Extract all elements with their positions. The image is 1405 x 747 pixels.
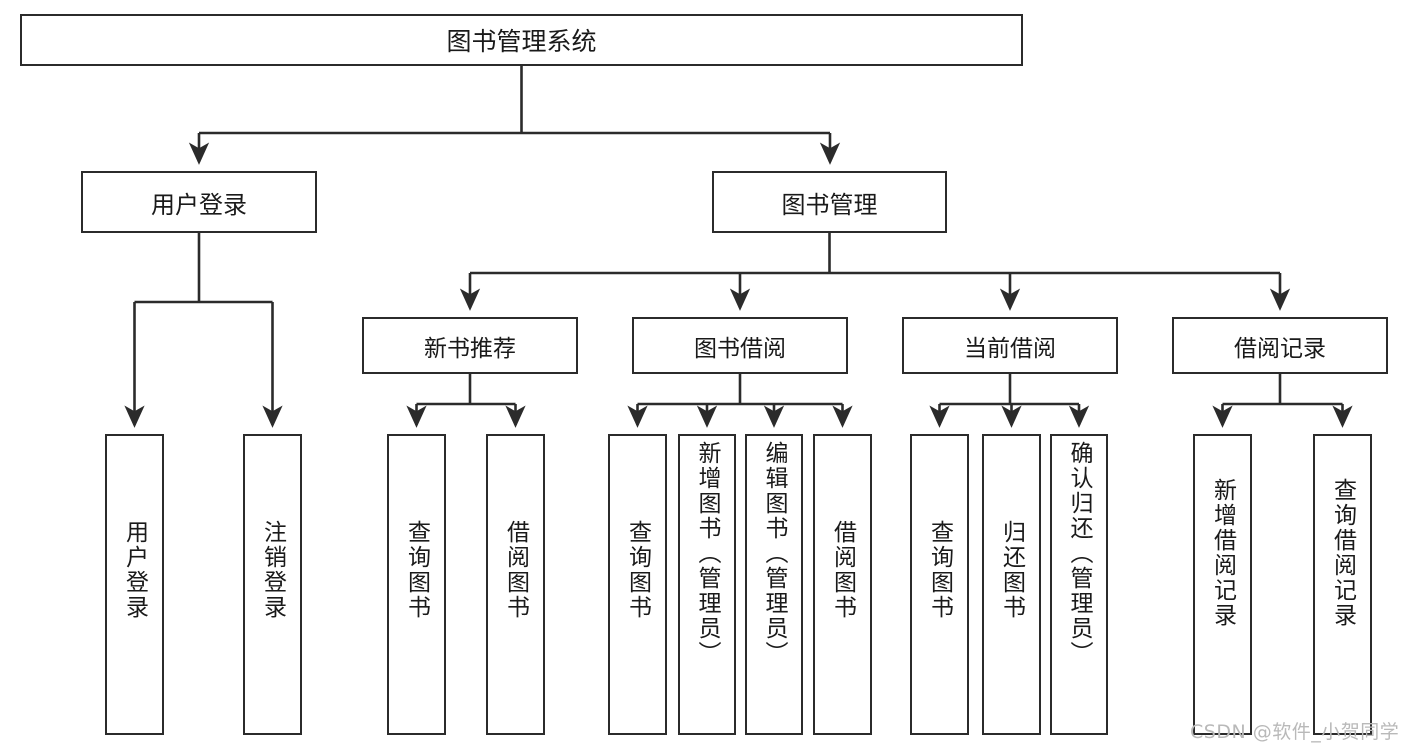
- node-new-book-recommend-label: 新书推荐: [424, 335, 516, 362]
- node-leaf-edit-book-admin-label: 编辑图书（管理员）: [761, 441, 788, 666]
- node-leaf-confirm-return-admin[interactable]: 确认归还（管理员）: [1050, 434, 1108, 735]
- node-book-manage[interactable]: 图书管理: [712, 171, 947, 233]
- node-leaf-return-book[interactable]: 归还图书: [982, 434, 1041, 735]
- node-leaf-add-borrow-record-label: 新增借阅记录: [1209, 478, 1236, 628]
- node-leaf-query-book-rec-label: 查询图书: [403, 520, 430, 620]
- node-user-login[interactable]: 用户登录: [81, 171, 317, 233]
- node-user-login-label: 用户登录: [151, 190, 247, 219]
- node-root-label: 图书管理系统: [446, 27, 597, 56]
- node-leaf-add-book-admin-label: 新增图书（管理员）: [694, 441, 721, 666]
- node-leaf-borrow-book[interactable]: 借阅图书: [813, 434, 872, 735]
- node-leaf-return-book-label: 归还图书: [998, 520, 1025, 620]
- csdn-watermark: CSDN @软件_小贺同学: [1190, 721, 1400, 743]
- node-leaf-query-borrow-record-label: 查询借阅记录: [1329, 478, 1356, 628]
- node-leaf-query-book-current[interactable]: 查询图书: [910, 434, 969, 735]
- node-leaf-confirm-return-admin-label: 确认归还（管理员）: [1066, 441, 1093, 666]
- node-root[interactable]: 图书管理系统: [20, 14, 1023, 66]
- node-leaf-borrow-book-rec-label: 借阅图书: [502, 520, 529, 620]
- node-leaf-query-book-current-label: 查询图书: [926, 520, 953, 620]
- node-leaf-query-borrow-record[interactable]: 查询借阅记录: [1313, 434, 1372, 735]
- node-leaf-edit-book-admin[interactable]: 编辑图书（管理员）: [745, 434, 803, 735]
- node-book-borrow[interactable]: 图书借阅: [632, 317, 848, 374]
- node-leaf-query-book-borrow[interactable]: 查询图书: [608, 434, 667, 735]
- node-leaf-user-login[interactable]: 用户登录: [105, 434, 164, 735]
- node-leaf-query-book-rec[interactable]: 查询图书: [387, 434, 446, 735]
- node-book-manage-label: 图书管理: [781, 190, 878, 219]
- node-borrow-record-label: 借阅记录: [1234, 335, 1326, 362]
- node-leaf-user-logout[interactable]: 注销登录: [243, 434, 302, 735]
- node-current-borrow[interactable]: 当前借阅: [902, 317, 1118, 374]
- node-leaf-user-login-label: 用户登录: [121, 520, 148, 620]
- node-leaf-borrow-book-label: 借阅图书: [829, 520, 856, 620]
- node-leaf-query-book-borrow-label: 查询图书: [624, 520, 651, 620]
- node-current-borrow-label: 当前借阅: [964, 335, 1056, 362]
- node-leaf-user-logout-label: 注销登录: [259, 520, 286, 620]
- node-leaf-add-borrow-record[interactable]: 新增借阅记录: [1193, 434, 1252, 735]
- node-new-book-recommend[interactable]: 新书推荐: [362, 317, 578, 374]
- node-leaf-add-book-admin[interactable]: 新增图书（管理员）: [678, 434, 736, 735]
- node-book-borrow-label: 图书借阅: [694, 335, 786, 362]
- node-leaf-borrow-book-rec[interactable]: 借阅图书: [486, 434, 545, 735]
- node-borrow-record[interactable]: 借阅记录: [1172, 317, 1388, 374]
